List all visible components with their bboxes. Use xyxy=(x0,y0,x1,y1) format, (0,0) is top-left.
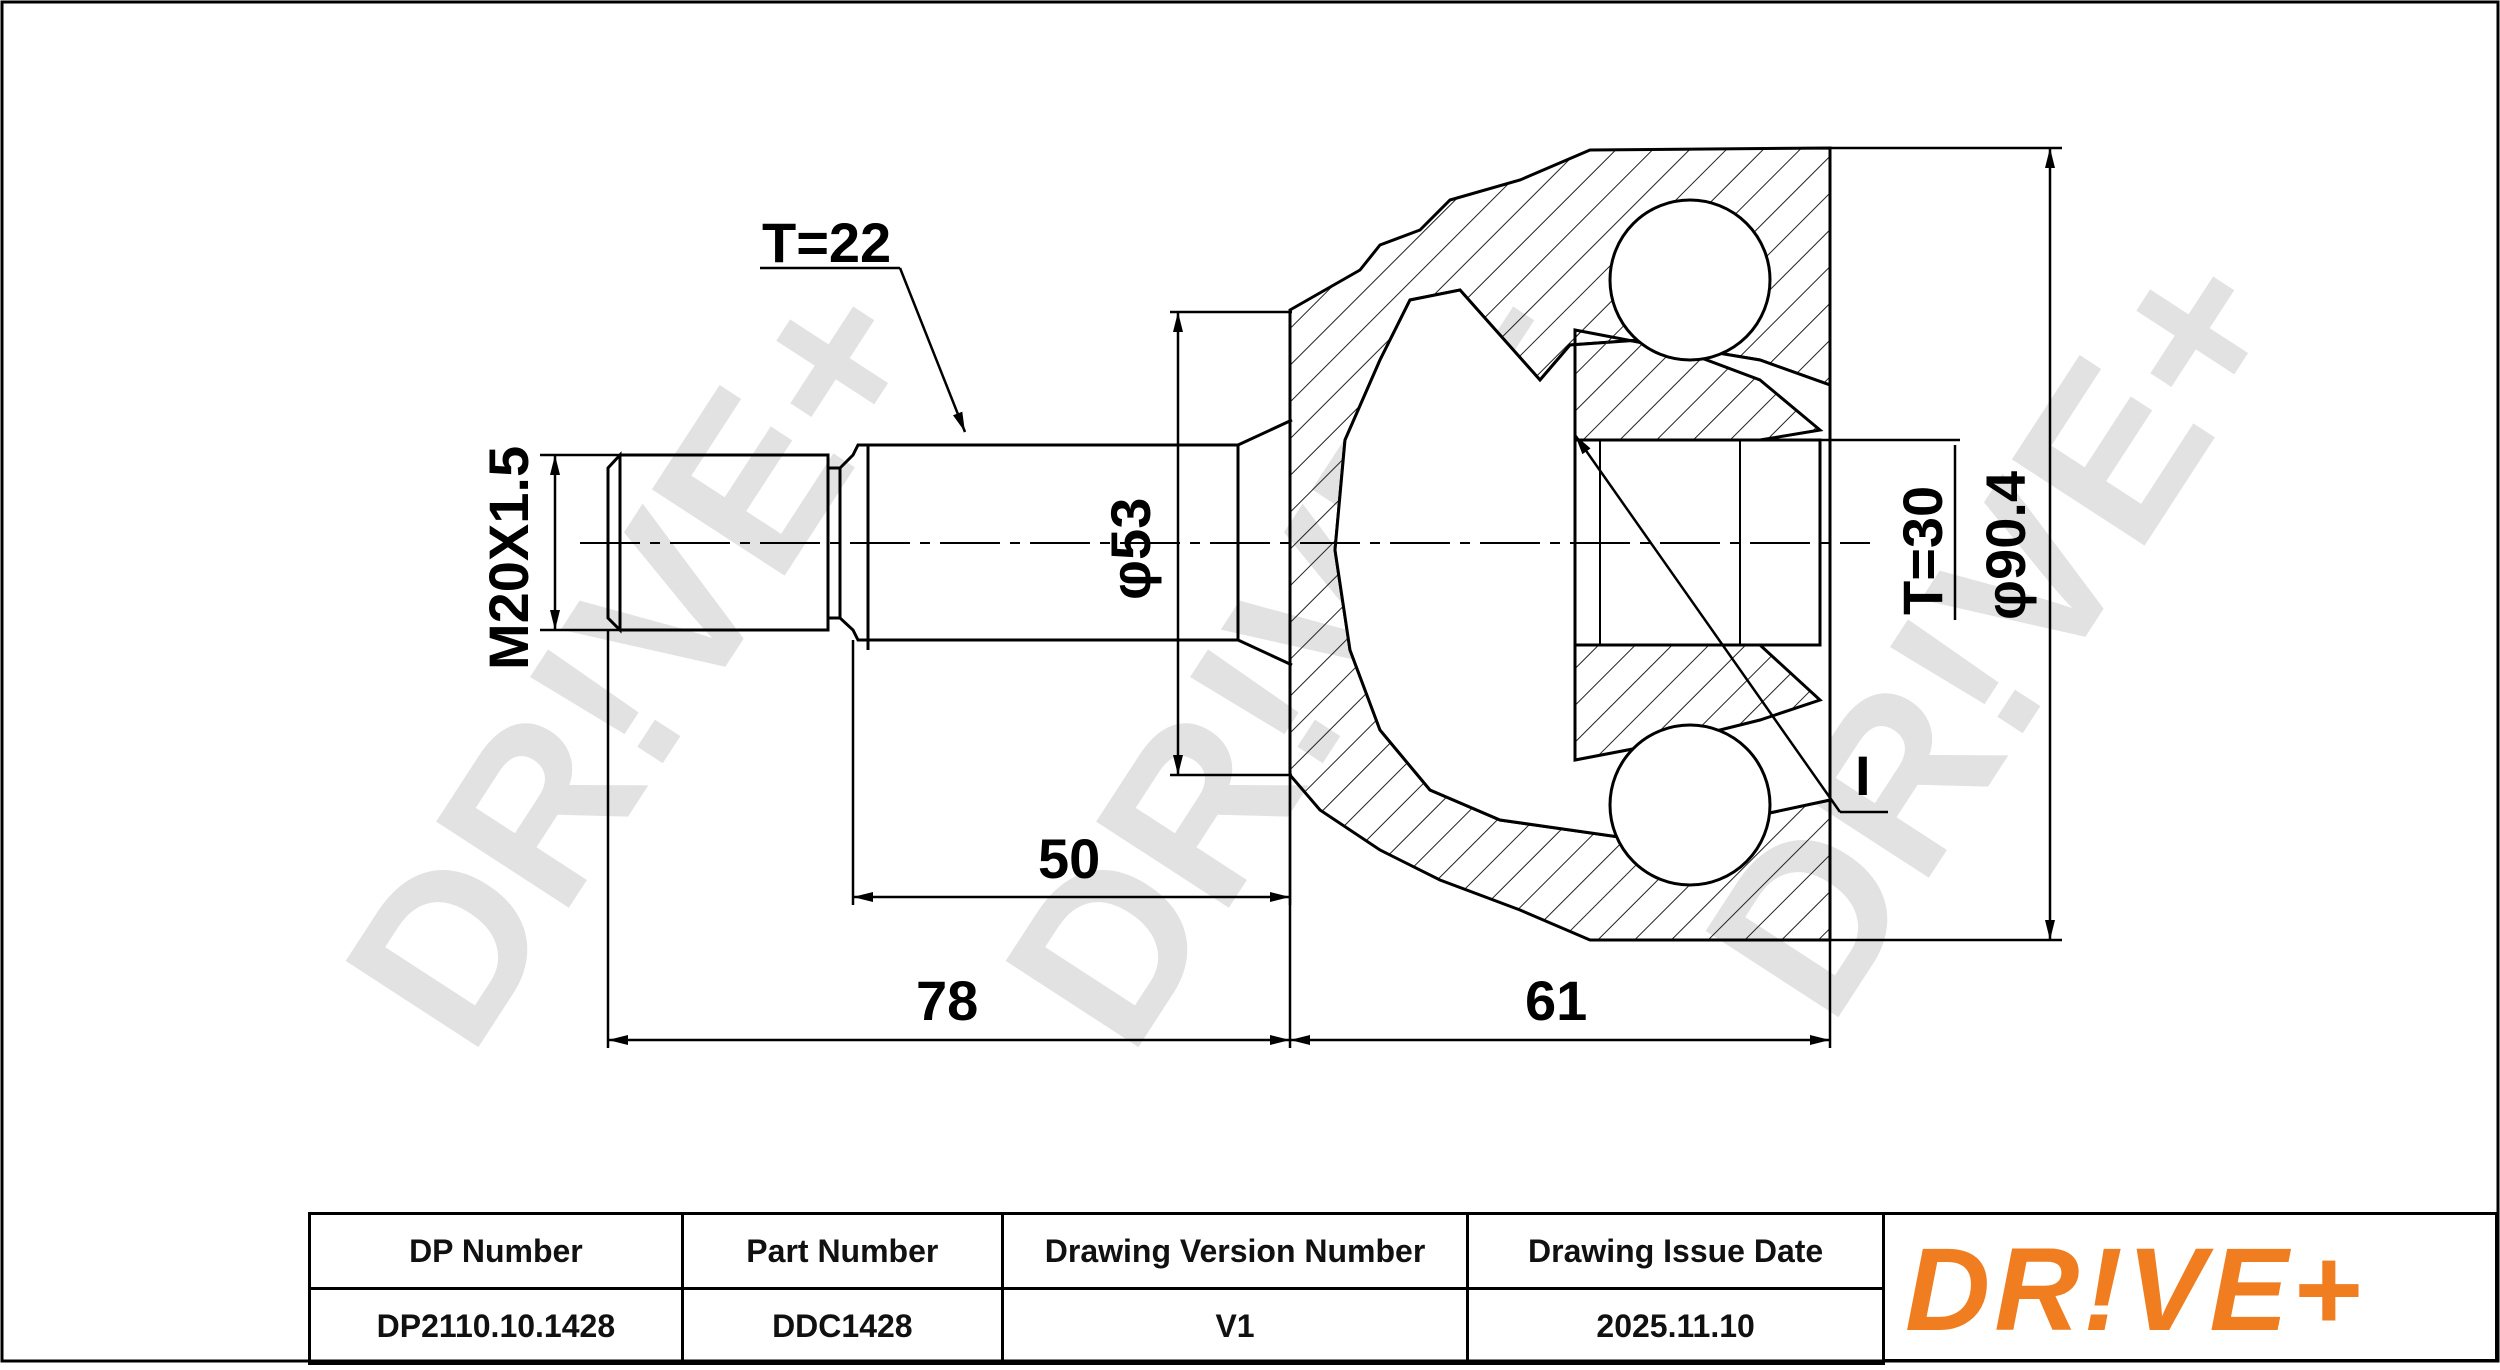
shaft xyxy=(606,418,1293,667)
header-issue-date: Drawing Issue Date xyxy=(1466,1212,1885,1290)
ball-bottom xyxy=(1608,723,1772,887)
phi904-label: φ90.4 xyxy=(1974,471,2037,620)
value-part-number: DDC1428 xyxy=(680,1287,1004,1365)
dim-phi904 xyxy=(1830,146,2062,942)
header-dp-number: DP Number xyxy=(308,1212,684,1290)
t22-label: T=22 xyxy=(762,211,891,274)
header-drawing-version: Drawing Version Number xyxy=(1000,1212,1470,1290)
value-issue-date: 2025.11.10 xyxy=(1466,1287,1885,1365)
marker-label: I xyxy=(1855,744,1871,807)
brand-logo: DR!VE+ xyxy=(1905,1224,2365,1356)
brand-logo-text: DR!VE+ xyxy=(1905,1224,2365,1356)
dim-t22 xyxy=(760,266,967,433)
dim-marker xyxy=(1573,434,1888,814)
title-table: DP Number Part Number Drawing Version Nu… xyxy=(308,1212,1885,1365)
watermark-left: DR!VE+ xyxy=(296,234,974,1087)
ball-top xyxy=(1608,198,1772,362)
dim-78-label: 78 xyxy=(916,969,978,1032)
value-dp-number: DP2110.10.1428 xyxy=(308,1287,684,1365)
thread-label: M20X1.5 xyxy=(477,446,540,670)
dim-phi53 xyxy=(1170,310,1292,777)
dim-50-label: 50 xyxy=(1038,827,1100,890)
header-part-number: Part Number xyxy=(680,1212,1004,1290)
t30-label: T=30 xyxy=(1891,486,1954,615)
dim-thread xyxy=(540,453,620,632)
dim-t30 xyxy=(1575,438,1960,620)
value-drawing-version: V1 xyxy=(1000,1287,1470,1365)
dim-78 xyxy=(606,630,1292,1048)
dim-61 xyxy=(1290,940,1832,1048)
logo-cell: DR!VE+ xyxy=(1885,1212,2498,1362)
title-block: DP Number Part Number Drawing Version Nu… xyxy=(308,1212,2498,1365)
phi53-label: φ53 xyxy=(1099,498,1162,600)
dim-61-label: 61 xyxy=(1525,969,1587,1032)
